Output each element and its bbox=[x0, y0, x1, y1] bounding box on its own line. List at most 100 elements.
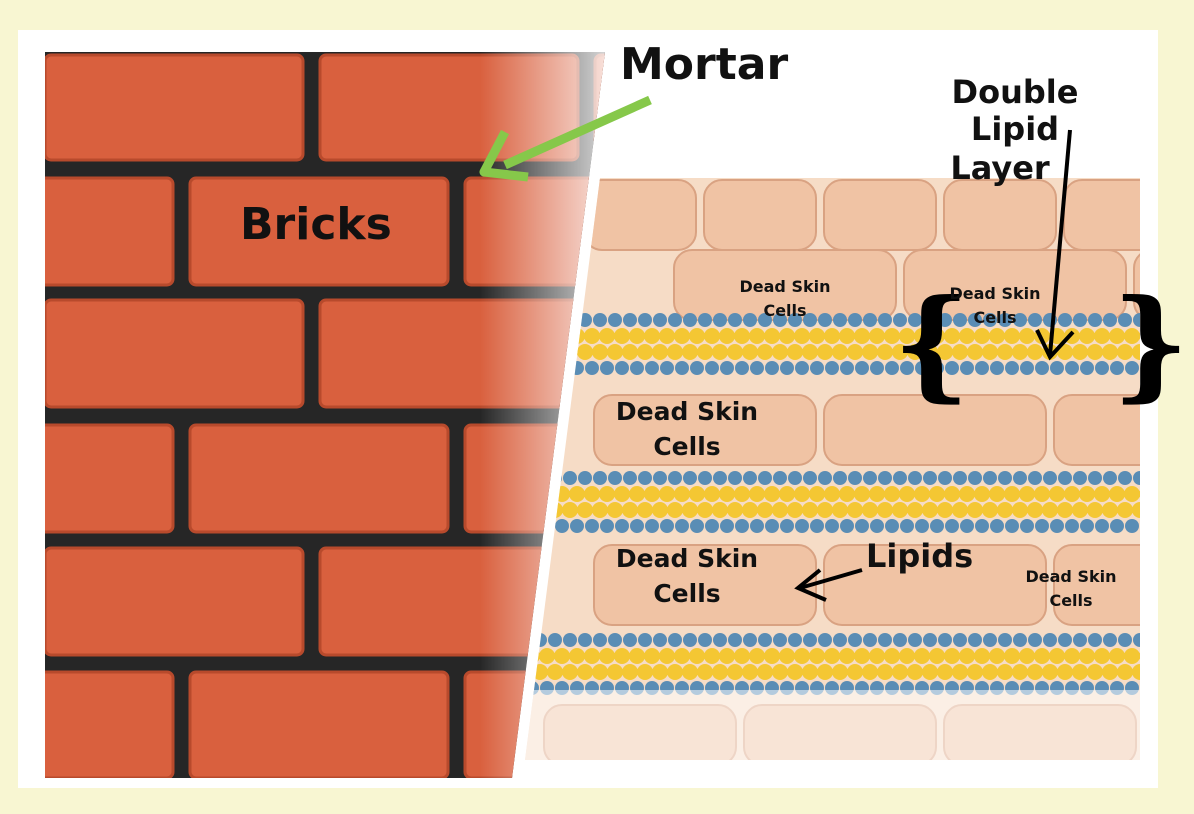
lipid-tail bbox=[772, 664, 788, 680]
lipid-head bbox=[1035, 519, 1049, 533]
lipid-tail bbox=[802, 344, 818, 360]
lipid-tail bbox=[929, 486, 945, 502]
lipid-tail bbox=[569, 648, 585, 664]
lipid-head bbox=[975, 361, 989, 375]
lipid-head bbox=[713, 471, 727, 485]
lipid-tail bbox=[1049, 486, 1065, 502]
lipid-head bbox=[555, 519, 569, 533]
lipid-tail bbox=[547, 502, 563, 518]
lipid-tail bbox=[997, 502, 1013, 518]
lipid-head bbox=[705, 361, 719, 375]
lipid-tail bbox=[644, 328, 660, 344]
lipid-head bbox=[908, 471, 922, 485]
dead-skin-cell bbox=[1063, 179, 1140, 251]
lipid-tail bbox=[734, 328, 750, 344]
dead-skin-cell bbox=[823, 394, 1047, 466]
lipid-head bbox=[938, 313, 952, 327]
lipid-tail bbox=[779, 486, 795, 502]
double-lipid-layer-label: Double Lipid Layer bbox=[905, 74, 1125, 186]
lipid-head bbox=[728, 633, 742, 647]
lipid-head bbox=[705, 519, 719, 533]
lipid-tail bbox=[802, 502, 818, 518]
lipid-head bbox=[683, 313, 697, 327]
lipid-tail bbox=[974, 328, 990, 344]
lipid-head bbox=[1118, 633, 1132, 647]
lipid-tail bbox=[1012, 344, 1028, 360]
lipid-tail bbox=[554, 486, 570, 502]
lipid-tail bbox=[1064, 486, 1080, 502]
lipid-tail bbox=[637, 344, 653, 360]
lipid-head bbox=[990, 519, 1004, 533]
lipid-tail bbox=[772, 502, 788, 518]
lipid-tail bbox=[764, 486, 780, 502]
lipid-head bbox=[758, 633, 772, 647]
lipid-tail bbox=[704, 486, 720, 502]
lipid-head bbox=[578, 471, 592, 485]
lipid-tail bbox=[779, 648, 795, 664]
lipid-head bbox=[1013, 313, 1027, 327]
dead-skin-cell bbox=[943, 179, 1057, 251]
lipid-tail bbox=[622, 502, 638, 518]
lipid-head bbox=[1058, 633, 1072, 647]
double-lipid-line1: Double Lipid bbox=[951, 73, 1079, 148]
lipid-tail bbox=[1057, 344, 1073, 360]
lipid-tail bbox=[682, 344, 698, 360]
lipid-tail bbox=[1094, 486, 1110, 502]
lipid-tail bbox=[824, 648, 840, 664]
lipid-head bbox=[833, 313, 847, 327]
lipid-head bbox=[975, 519, 989, 533]
lipid-head bbox=[698, 471, 712, 485]
lipid-tail bbox=[802, 664, 818, 680]
lipid-tail bbox=[832, 344, 848, 360]
lipid-tail bbox=[629, 648, 645, 664]
lipid-head bbox=[720, 519, 734, 533]
lipid-tail bbox=[952, 502, 968, 518]
lipid-tail bbox=[614, 328, 630, 344]
lipid-tail bbox=[944, 328, 960, 344]
lipid-head bbox=[848, 633, 862, 647]
lipid-head bbox=[578, 313, 592, 327]
lipid-tail bbox=[794, 486, 810, 502]
lipid-tail bbox=[1012, 664, 1028, 680]
lipid-head bbox=[1005, 519, 1019, 533]
lipid-tail bbox=[599, 648, 615, 664]
skin-fade bbox=[525, 690, 1140, 760]
lipid-head bbox=[998, 471, 1012, 485]
lipid-head bbox=[803, 471, 817, 485]
lipid-tail bbox=[914, 486, 930, 502]
lipid-tail bbox=[884, 486, 900, 502]
lipid-tail bbox=[659, 328, 675, 344]
lipid-head bbox=[728, 471, 742, 485]
lipid-head bbox=[1013, 471, 1027, 485]
lipid-tail bbox=[1057, 502, 1073, 518]
brick bbox=[188, 670, 450, 778]
lipid-head bbox=[1050, 361, 1064, 375]
lipid-tail bbox=[914, 648, 930, 664]
lipid-tail bbox=[1117, 502, 1133, 518]
lipid-tail bbox=[862, 344, 878, 360]
dead-skin-cell bbox=[593, 394, 817, 466]
lipid-head bbox=[1125, 361, 1139, 375]
lipid-tail bbox=[1057, 664, 1073, 680]
lipid-tail bbox=[764, 328, 780, 344]
lipid-head bbox=[983, 471, 997, 485]
lipid-tail bbox=[1042, 664, 1058, 680]
lipid-tail bbox=[757, 344, 773, 360]
lipid-head bbox=[990, 361, 1004, 375]
lipid-head bbox=[630, 519, 644, 533]
lipid-tail bbox=[584, 486, 600, 502]
lipid-head bbox=[773, 471, 787, 485]
lipid-tail bbox=[884, 648, 900, 664]
lipid-head bbox=[803, 313, 817, 327]
lipid-tail bbox=[899, 486, 915, 502]
lipid-head bbox=[938, 471, 952, 485]
lipid-tail bbox=[884, 328, 900, 344]
lipid-head bbox=[660, 519, 674, 533]
lipid-tail bbox=[1064, 648, 1080, 664]
lipid-tail bbox=[569, 486, 585, 502]
lipid-tail bbox=[637, 664, 653, 680]
lipid-head bbox=[608, 313, 622, 327]
lipid-head bbox=[653, 633, 667, 647]
